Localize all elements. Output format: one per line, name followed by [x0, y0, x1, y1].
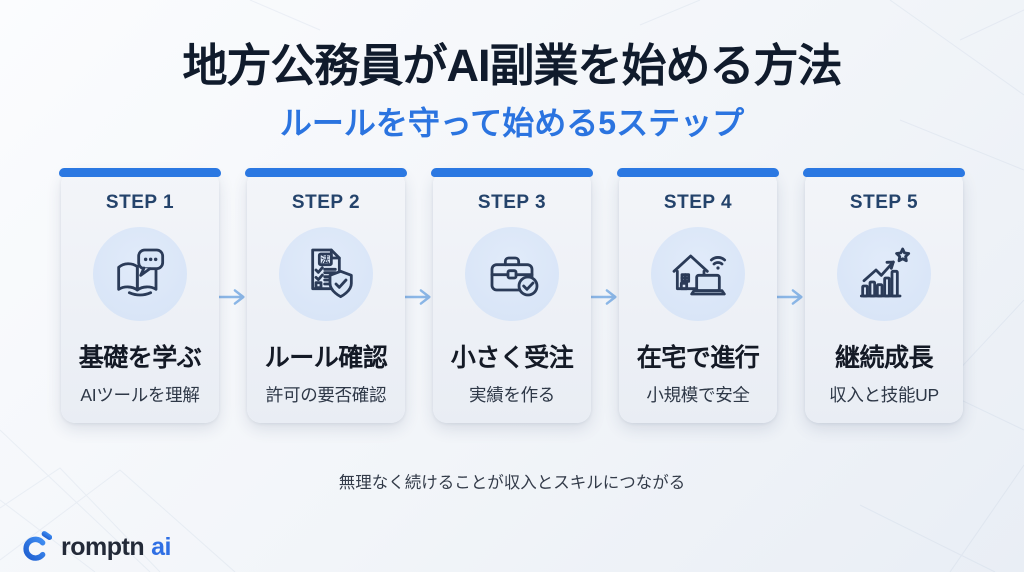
step-title: 継続成長 — [834, 344, 934, 372]
steps-row: STEP 1 基礎を学ぶ AIツールを理解 — [0, 168, 1024, 423]
page-title: 地方公務員がAI副業を始める方法 — [182, 40, 842, 91]
icon-circle — [465, 227, 559, 321]
step-title: ルール確認 — [264, 344, 388, 372]
step-card-5: STEP 5 継続成長 収入と技能UP — [803, 168, 965, 423]
step-description: AIツールを理解 — [80, 385, 200, 405]
card-accent-bar — [617, 168, 779, 177]
briefcase-check-icon — [490, 256, 539, 297]
card-accent-bar — [245, 168, 407, 177]
icon-circle — [651, 227, 745, 321]
step-description: 許可の要否確認 — [265, 385, 387, 405]
growth-chart-star-icon — [859, 247, 911, 298]
romptn-logo: romptn ai — [18, 530, 171, 564]
romptn-logo-icon — [23, 531, 52, 562]
step-title: 小さく受注 — [450, 344, 574, 372]
header: 地方公務員がAI副業を始める方法 ルールを守って始める5ステップ — [0, 0, 1024, 142]
step-label: STEP 2 — [291, 192, 361, 213]
arrow-right-icon — [217, 170, 247, 423]
step-description: 収入と技能UP — [829, 385, 939, 405]
logo-ai-text: ai — [151, 532, 171, 561]
step-description: 小規模で安全 — [646, 385, 750, 405]
step-card-4: STEP 4 在宅で進行 小規模で安全 — [617, 168, 779, 423]
house-wifi-laptop-icon — [672, 254, 727, 296]
icon-circle — [837, 227, 931, 321]
logo-text: romptn — [61, 532, 145, 561]
step-label: STEP 1 — [105, 192, 175, 213]
law-kanji-label: 法 — [321, 254, 330, 265]
legal-checklist-shield-icon: 法 — [311, 248, 353, 299]
icon-circle: 法 — [279, 227, 373, 321]
page-subtitle: ルールを守って始める5ステップ — [279, 105, 745, 141]
step-label: STEP 3 — [477, 192, 547, 213]
arrow-right-icon — [589, 170, 619, 423]
step-card-1: STEP 1 基礎を学ぶ AIツールを理解 — [59, 168, 221, 423]
step-label: STEP 5 — [849, 192, 919, 213]
step-label: STEP 4 — [663, 192, 733, 213]
step-title: 在宅で進行 — [636, 344, 760, 372]
step-title: 基礎を学ぶ — [78, 344, 202, 372]
card-accent-bar — [431, 168, 593, 177]
footer-note: 無理なく続けることが収入とスキルにつながる — [338, 474, 686, 492]
step-card-2: STEP 2 法 ルール確認 許可の要否確認 — [245, 168, 407, 423]
card-accent-bar — [803, 168, 965, 177]
card-accent-bar — [59, 168, 221, 177]
icon-circle — [93, 227, 187, 321]
arrow-right-icon — [775, 170, 805, 423]
book-speech-bubble-icon — [117, 248, 165, 297]
arrow-right-icon — [403, 170, 433, 423]
step-description: 実績を作る — [469, 385, 555, 405]
step-card-3: STEP 3 小さく受注 実績を作る — [431, 168, 593, 423]
